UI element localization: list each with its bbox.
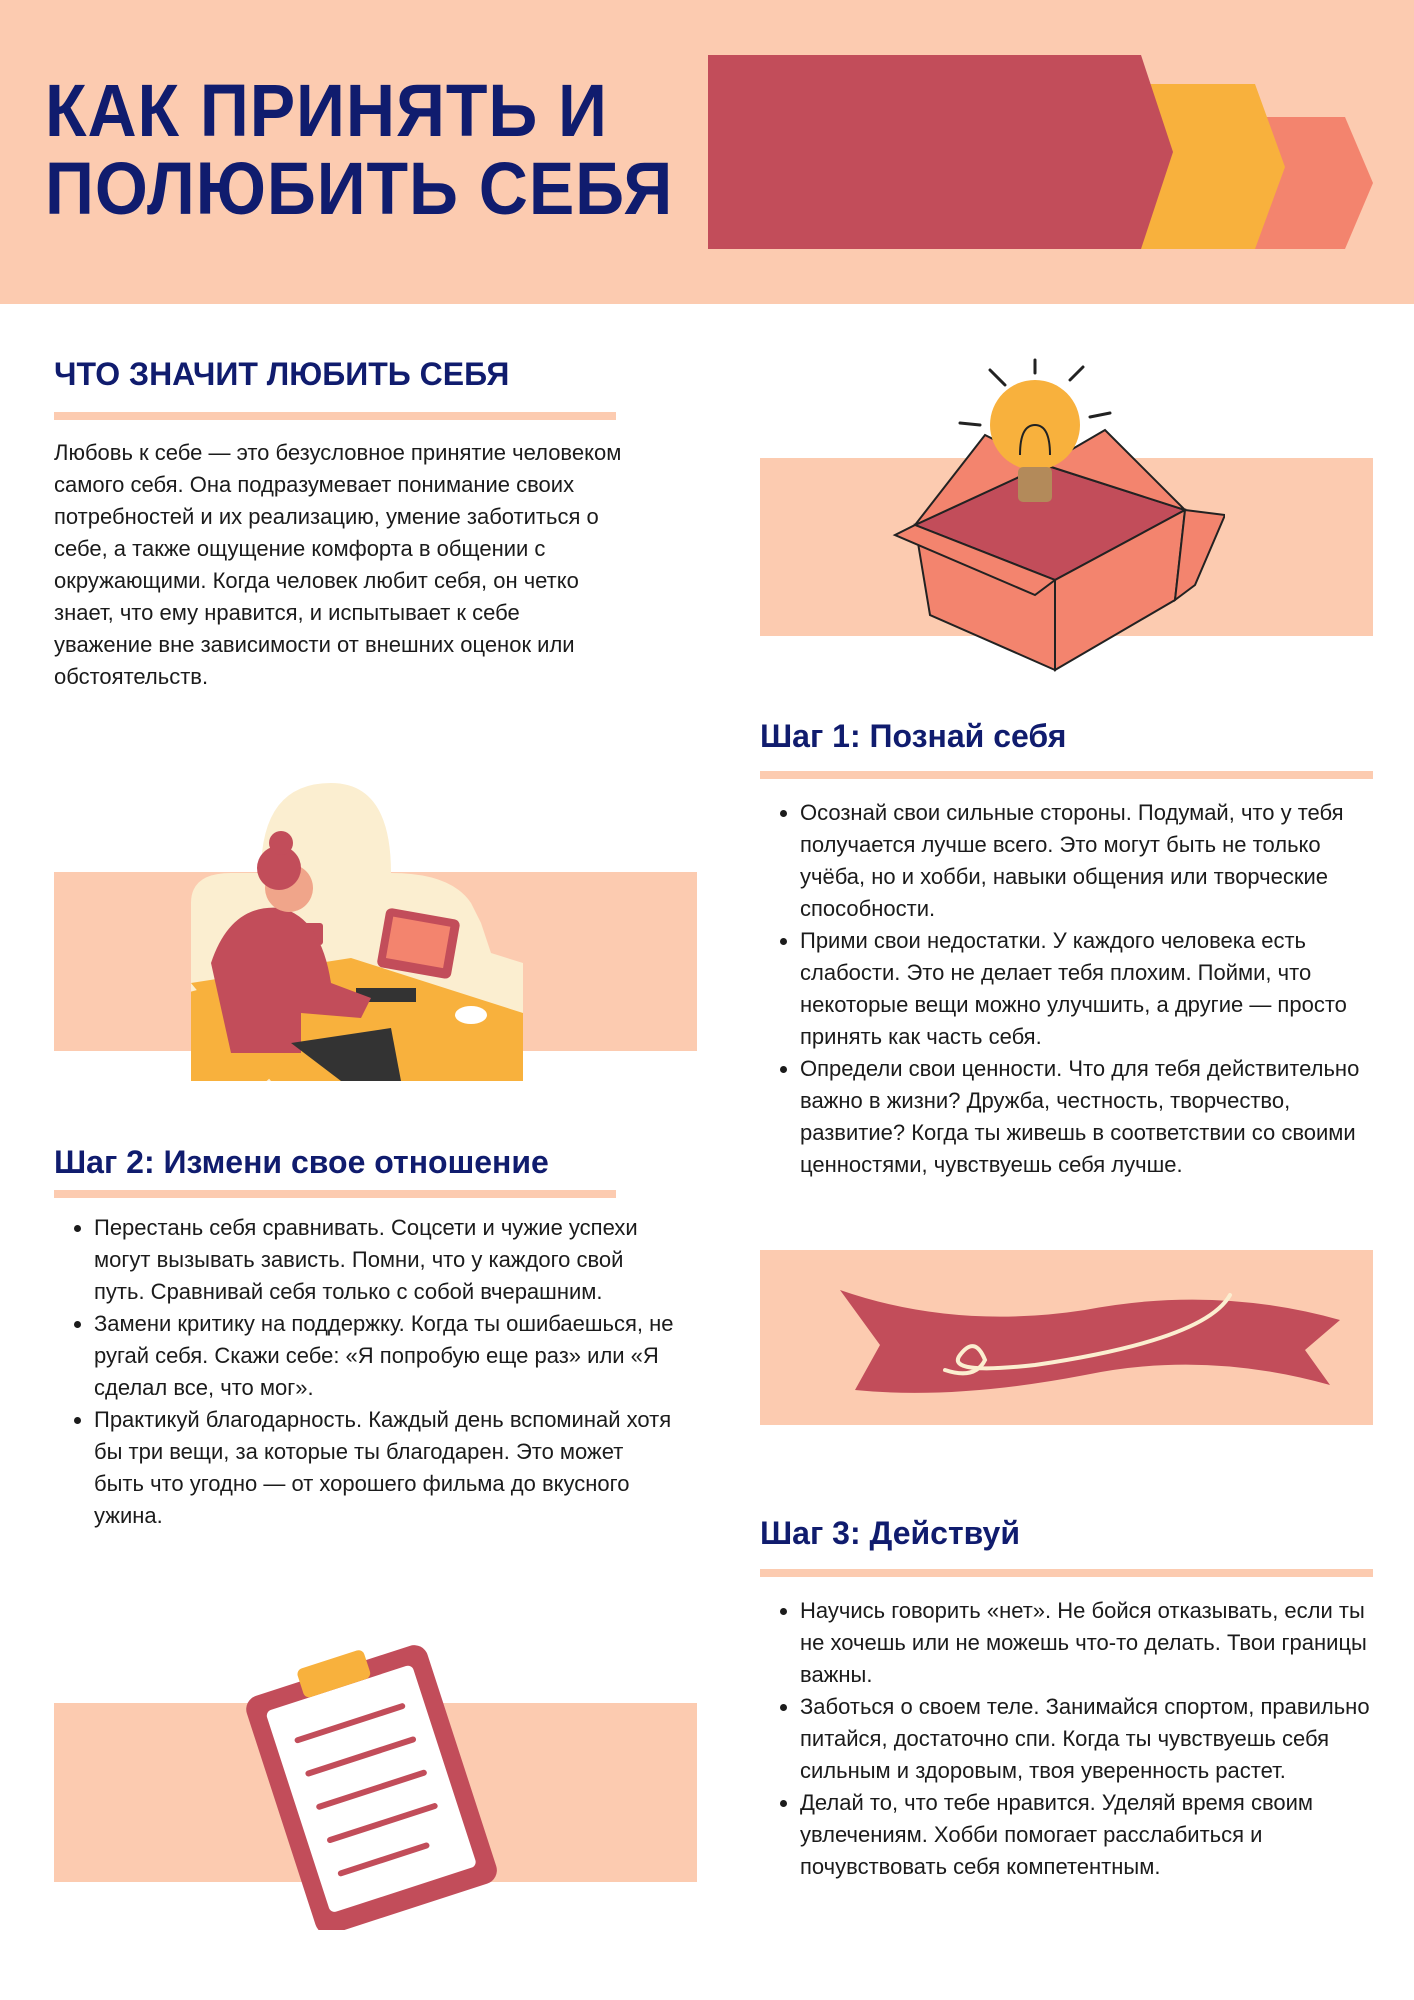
step3-heading: Шаг 3: Действуй [760,1515,1020,1551]
step3-item: Делай то, что тебе нравится. Уделяй врем… [800,1787,1380,1883]
title-line-2: ПОЛЮБИТЬ СЕБЯ [45,147,674,230]
title-line-1: КАК ПРИНЯТЬ И [45,69,608,152]
step1-item: Определи свои ценности. Что для тебя дей… [800,1053,1380,1181]
step2-divider [54,1190,616,1198]
red-chevron [708,55,1173,249]
woman-at-desk-illustration [191,783,523,1081]
intro-divider [54,412,616,420]
step3-item: Заботься о своем теле. Занимайся спортом… [800,1691,1380,1787]
step3-item: Научись говорить «нет». Не бойся отказыв… [800,1595,1380,1691]
intro-heading: ЧТО ЗНАЧИТ ЛЮБИТЬ СЕБЯ [54,356,510,392]
page-title: КАК ПРИНЯТЬ И ПОЛЮБИТЬ СЕБЯ [45,72,673,228]
step1-heading: Шаг 1: Познай себя [760,718,1067,754]
intro-text: Любовь к себе — это безусловное принятие… [54,440,622,689]
ribbon-banner-illustration [840,1290,1340,1393]
chevron-arrows-graphic [708,55,1373,249]
lightbulb-box-illustration [892,358,1225,672]
step1-item: Осознай свои сильные стороны. Подумай, ч… [800,797,1380,925]
step3-list: Научись говорить «нет». Не бойся отказыв… [760,1595,1380,1883]
step2-heading: Шаг 2: Измени свое отношение [54,1144,549,1180]
step2-item: Замени критику на поддержку. Когда ты ош… [94,1308,674,1404]
step3-divider [760,1569,1373,1577]
step1-divider [760,771,1373,779]
step2-item: Перестань себя сравнивать. Соцсети и чуж… [94,1212,674,1308]
salmon-chevron [1250,117,1373,249]
step1-list: Осознай свои сильные стороны. Подумай, ч… [760,797,1380,1181]
clipboard-icon [246,1645,497,1930]
step1-item: Прими свои недостатки. У каждого человек… [800,925,1380,1053]
step2-list: Перестань себя сравнивать. Соцсети и чуж… [54,1212,674,1532]
step2-item: Практикуй благодарность. Каждый день всп… [94,1404,674,1532]
